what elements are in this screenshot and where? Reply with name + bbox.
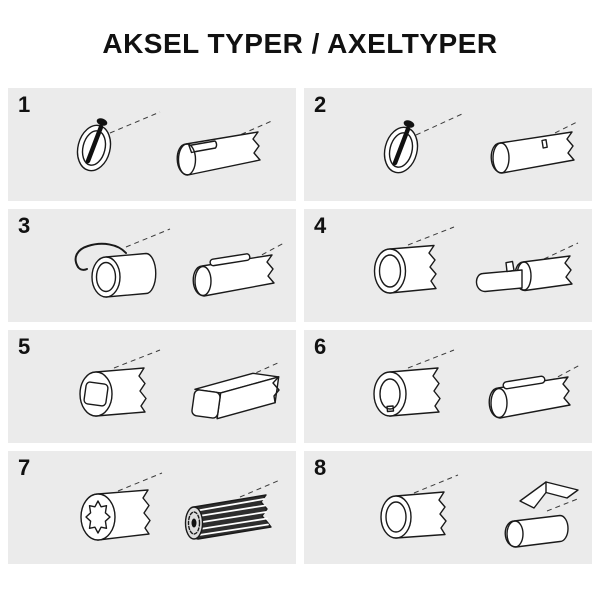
panel-7: 7 <box>8 451 296 564</box>
panel-3: 3 <box>8 209 296 322</box>
panel-number: 3 <box>18 213 31 238</box>
panel-4: 4 <box>304 209 592 322</box>
panel-1: 1 <box>8 88 296 201</box>
keyway-bore-tube-and-keyed-shaft-icon <box>373 349 581 419</box>
square-bore-tube-and-square-shaft-icon <box>79 349 281 420</box>
diagram-grid: 1 2 <box>0 88 600 564</box>
splined-bore-tube-and-splined-shaft-icon <box>80 472 281 541</box>
panel-number: 8 <box>314 455 327 480</box>
panel-number: 1 <box>18 92 31 117</box>
plain-tube-and-wedge-locked-shaft-icon <box>380 474 581 548</box>
plain-tube-and-tabbed-stepped-shaft-icon <box>373 226 579 294</box>
panel-number: 7 <box>18 455 31 480</box>
locking-pin-ring-and-slotted-shaft-icon <box>76 111 275 176</box>
locking-pin-ring-and-pin-hole-shaft-icon <box>383 113 580 174</box>
panel-5: 5 <box>8 330 296 443</box>
panel-6: 6 <box>304 330 592 443</box>
header: AKSEL TYPER / AXELTYPER <box>0 0 600 88</box>
panel-2: 2 <box>304 88 592 201</box>
panel-8: 8 <box>304 451 592 564</box>
panel-number: 2 <box>314 92 327 117</box>
page-title: AKSEL TYPER / AXELTYPER <box>102 28 498 59</box>
panel-number: 6 <box>314 334 327 359</box>
spring-clip-sleeve-and-keyed-shaft-icon <box>74 228 285 298</box>
panel-number: 4 <box>314 213 327 238</box>
panel-number: 5 <box>18 334 31 359</box>
